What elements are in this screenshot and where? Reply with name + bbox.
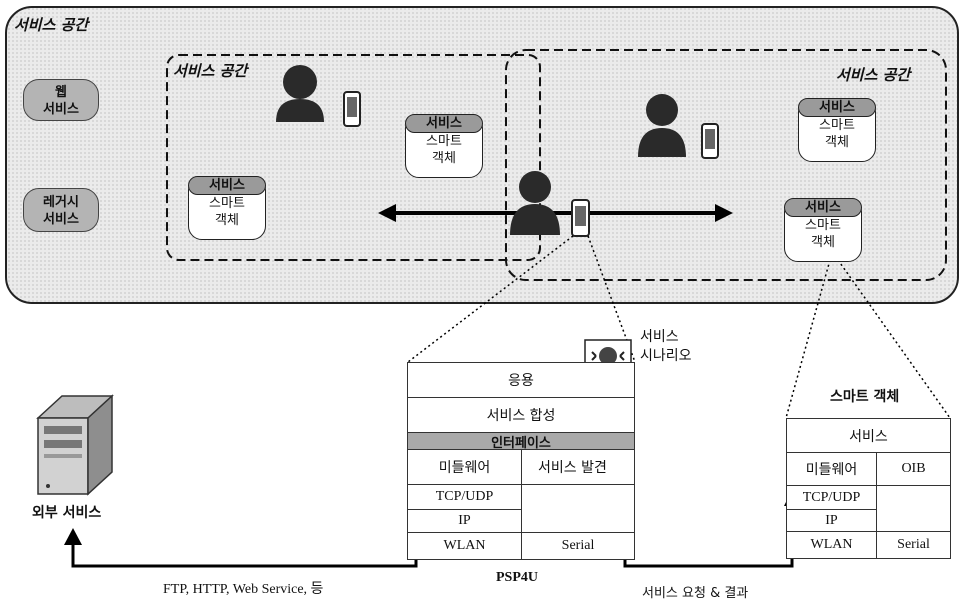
smart-object-label: 객체: [799, 134, 875, 151]
service-layer: 서비스: [786, 418, 951, 453]
right-service-space-label: 서비스 공간: [836, 64, 910, 85]
serial-layer: Serial: [521, 532, 635, 560]
tcp-udp-layer: TCP/UDP: [407, 484, 522, 510]
protocols-caption: FTP, HTTP, Web Service, 등: [163, 578, 323, 598]
smart-object-service-label: 서비스: [798, 98, 876, 117]
empty-layer: [521, 484, 635, 533]
service-composition-layer: 서비스 합성: [407, 397, 635, 433]
smart-object: 서비스 스마트 객체: [405, 114, 483, 178]
serial-layer: Serial: [876, 531, 951, 559]
left-service-space-label: 서비스 공간: [173, 60, 247, 81]
outer-service-space-label: 서비스 공간: [14, 14, 88, 35]
external-service-label: 외부 서비스: [32, 502, 101, 522]
smart-object: 서비스 스마트 객체: [188, 176, 266, 240]
empty-layer: [876, 485, 951, 532]
interface-layer: 인터페이스: [407, 432, 635, 450]
smart-object-label: 객체: [406, 150, 482, 167]
mobile-device-icon: [572, 200, 589, 236]
service-discovery-layer: 서비스 발견: [521, 449, 635, 485]
smart-object-stack-title: 스마트 객체: [830, 386, 899, 406]
smart-object-label: 스마트: [799, 117, 875, 134]
scenario-label: 서비스 시나리오: [640, 328, 692, 366]
external-request-arrow: [73, 455, 416, 566]
legacy-service-pill: 레거시 서비스: [23, 188, 99, 232]
oib-layer: OIB: [876, 452, 951, 486]
mobile-device-icon: [344, 92, 360, 126]
psp4u-label: PSP4U: [496, 570, 538, 586]
smart-object-label: 스마트: [189, 195, 265, 212]
middleware-layer: 미들웨어: [786, 452, 877, 486]
ip-layer: IP: [407, 509, 522, 533]
web-service-pill: 웹 서비스: [23, 79, 99, 121]
server-icon: [38, 396, 112, 494]
smart-object-service-label: 서비스: [188, 176, 266, 195]
smart-object: 서비스 스마트 객체: [784, 198, 862, 262]
smart-object-service-label: 서비스: [405, 114, 483, 133]
smart-object-label: 객체: [189, 212, 265, 229]
smart-object-service-label: 서비스: [784, 198, 862, 217]
request-caption: 서비스 요청 & 결과: [642, 582, 748, 601]
tcp-udp-layer: TCP/UDP: [786, 485, 877, 510]
middleware-layer: 미들웨어: [407, 449, 522, 485]
smart-object-label: 스마트: [785, 217, 861, 234]
smart-object-label: 스마트: [406, 133, 482, 150]
application-layer: 응용: [407, 362, 635, 398]
wlan-layer: WLAN: [786, 531, 877, 559]
smart-object: 서비스 스마트 객체: [798, 98, 876, 162]
smart-object-label: 객체: [785, 234, 861, 251]
mobile-device-icon: [702, 124, 718, 158]
service-request-arrow: [625, 450, 792, 566]
ip-layer: IP: [786, 509, 877, 532]
wlan-layer: WLAN: [407, 532, 522, 560]
